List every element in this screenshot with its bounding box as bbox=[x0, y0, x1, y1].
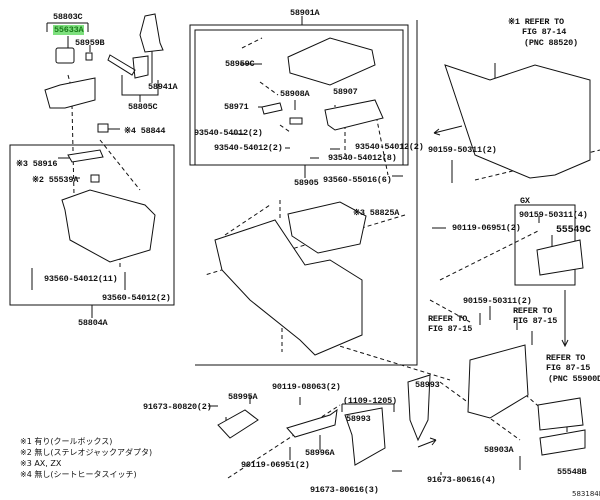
part-58993-bracket bbox=[344, 374, 431, 466]
ref-label-2b[interactable]: FIG 87-15 bbox=[428, 324, 473, 334]
part-main-console-body bbox=[214, 219, 363, 356]
label-93540-54012-a[interactable]: 93540-54012(2) bbox=[194, 128, 263, 138]
part-58995A-bracket bbox=[217, 409, 259, 439]
part-58971-hinge bbox=[261, 102, 283, 115]
label-date-range: (1109-1205) bbox=[343, 396, 397, 406]
label-58844[interactable]: ※4 58844 bbox=[124, 126, 166, 136]
bracket-1109-1205 bbox=[341, 403, 395, 412]
ref-label-4: REFER TO bbox=[546, 353, 586, 363]
label-93540-54012-d[interactable]: 93540-54012(8) bbox=[328, 153, 397, 163]
diagram-code: 583184I bbox=[572, 490, 600, 498]
label-90119-06951-b[interactable]: 90119-06951(2) bbox=[241, 460, 310, 470]
ref-label-1: ※1 REFER TO bbox=[508, 17, 564, 27]
ref-label-4c: (PNC 55900D) bbox=[548, 374, 600, 384]
label-91673-80616-4[interactable]: 91673-80616(4) bbox=[427, 475, 496, 485]
label-58804A[interactable]: 58804A bbox=[78, 318, 108, 328]
part-58901A-lid bbox=[287, 37, 376, 86]
arrow-down bbox=[561, 290, 569, 348]
label-90119-08063[interactable]: 90119-08063(2) bbox=[272, 382, 341, 392]
label-58905[interactable]: 58905 bbox=[294, 178, 319, 188]
arrow-left bbox=[433, 125, 463, 136]
label-93560-55016[interactable]: 93560-55016(6) bbox=[323, 175, 392, 185]
note-2: ※2 無し(ステレオジャックアダプタ) bbox=[20, 448, 153, 457]
label-58971[interactable]: 58971 bbox=[224, 102, 249, 112]
part-55539A-plug bbox=[90, 174, 100, 183]
frame-line bbox=[195, 20, 418, 366]
part-55549C-cover bbox=[536, 239, 584, 276]
label-93560-54012-11[interactable]: 93560-54012(11) bbox=[44, 274, 118, 284]
group-box-58905 bbox=[194, 29, 404, 166]
label-58903A[interactable]: 58903A bbox=[484, 445, 514, 455]
label-58805C[interactable]: 58805C bbox=[128, 102, 158, 112]
label-58993-a[interactable]: 58993 bbox=[346, 414, 371, 424]
part-58903A-panel bbox=[467, 344, 529, 419]
ref-label-3: REFER TO bbox=[513, 306, 553, 316]
ref-label-1b[interactable]: FIG 87-14 bbox=[522, 27, 567, 37]
part-58907-mechanism bbox=[324, 99, 384, 131]
label-93560-54012-2[interactable]: 93560-54012(2) bbox=[102, 293, 171, 303]
note-1: ※1 有り(クールボックス) bbox=[20, 437, 113, 446]
label-58916[interactable]: ※3 58916 bbox=[16, 159, 58, 169]
part-58844-switch bbox=[97, 123, 109, 133]
label-gx: GX bbox=[520, 196, 530, 206]
label-90159-50311-4[interactable]: 90159-50311(4) bbox=[519, 210, 588, 220]
label-58941A[interactable]: 58941A bbox=[148, 82, 178, 92]
part-58825A-tray bbox=[287, 201, 367, 254]
part-58941A-cupholder bbox=[139, 13, 164, 53]
note-3: ※3 AX, ZX bbox=[20, 459, 62, 468]
label-93540-54012-c[interactable]: 93540-54012(2) bbox=[355, 142, 424, 152]
ref-label-2: REFER TO bbox=[428, 314, 468, 324]
label-55633A[interactable]: 55633A bbox=[53, 25, 85, 35]
bracket-58805C bbox=[121, 75, 159, 102]
part-58805C-rail bbox=[107, 54, 149, 79]
bracket-58803C bbox=[46, 22, 89, 32]
part-58803C-tray bbox=[44, 77, 96, 109]
label-58995A[interactable]: 58995A bbox=[228, 392, 258, 402]
label-58996A[interactable]: 58996A bbox=[305, 448, 335, 458]
label-93540-54012-b[interactable]: 93540-54012(2) bbox=[214, 143, 283, 153]
label-58993-b[interactable]: 58993 bbox=[415, 380, 440, 390]
part-58908A-latch bbox=[289, 117, 303, 125]
label-55549C[interactable]: 55549C bbox=[556, 225, 591, 236]
part-58804A-console-front bbox=[61, 189, 156, 263]
label-58959C[interactable]: 58959C bbox=[225, 59, 255, 69]
label-91673-80616-3[interactable]: 91673-80616(3) bbox=[310, 485, 379, 495]
label-91673-80820[interactable]: 91673-80820(2) bbox=[143, 402, 212, 412]
label-58803C: 58803C bbox=[53, 12, 83, 22]
label-90159-50311-2a[interactable]: 90159-50311(2) bbox=[428, 145, 497, 155]
label-58908A[interactable]: 58908A bbox=[280, 89, 310, 99]
part-55900D-control bbox=[537, 397, 584, 431]
label-58907[interactable]: 58907 bbox=[333, 87, 358, 97]
part-55633A bbox=[55, 47, 75, 64]
part-58959B-clip bbox=[85, 52, 93, 61]
note-4: ※4 無し(シートヒータスイッチ) bbox=[20, 470, 137, 479]
part-complete-console bbox=[444, 64, 591, 179]
label-58901A[interactable]: 58901A bbox=[290, 8, 320, 18]
part-58996A-bracket bbox=[286, 408, 338, 438]
ref-label-1c: (PNC 88520) bbox=[524, 38, 578, 48]
notes-legend: ※1 有り(クールボックス) ※2 無し(ステレオジャックアダプタ) ※3 AX… bbox=[20, 436, 152, 480]
label-90159-50311-2b[interactable]: 90159-50311(2) bbox=[463, 296, 532, 306]
ref-label-3b[interactable]: FIG 87-15 bbox=[513, 316, 558, 326]
label-55548B[interactable]: 55548B bbox=[557, 467, 587, 477]
ref-label-4b[interactable]: FIG 87-15 bbox=[546, 363, 591, 373]
arrow-right bbox=[417, 437, 437, 448]
label-58825A[interactable]: ※3 58825A bbox=[353, 208, 400, 218]
part-55548B-trim bbox=[539, 429, 586, 456]
label-58959B[interactable]: 58959B bbox=[75, 38, 105, 48]
part-58916-mat bbox=[67, 149, 104, 163]
label-55539A[interactable]: ※2 55539A bbox=[32, 175, 79, 185]
label-90119-06951-a[interactable]: 90119-06951(2) bbox=[452, 223, 521, 233]
